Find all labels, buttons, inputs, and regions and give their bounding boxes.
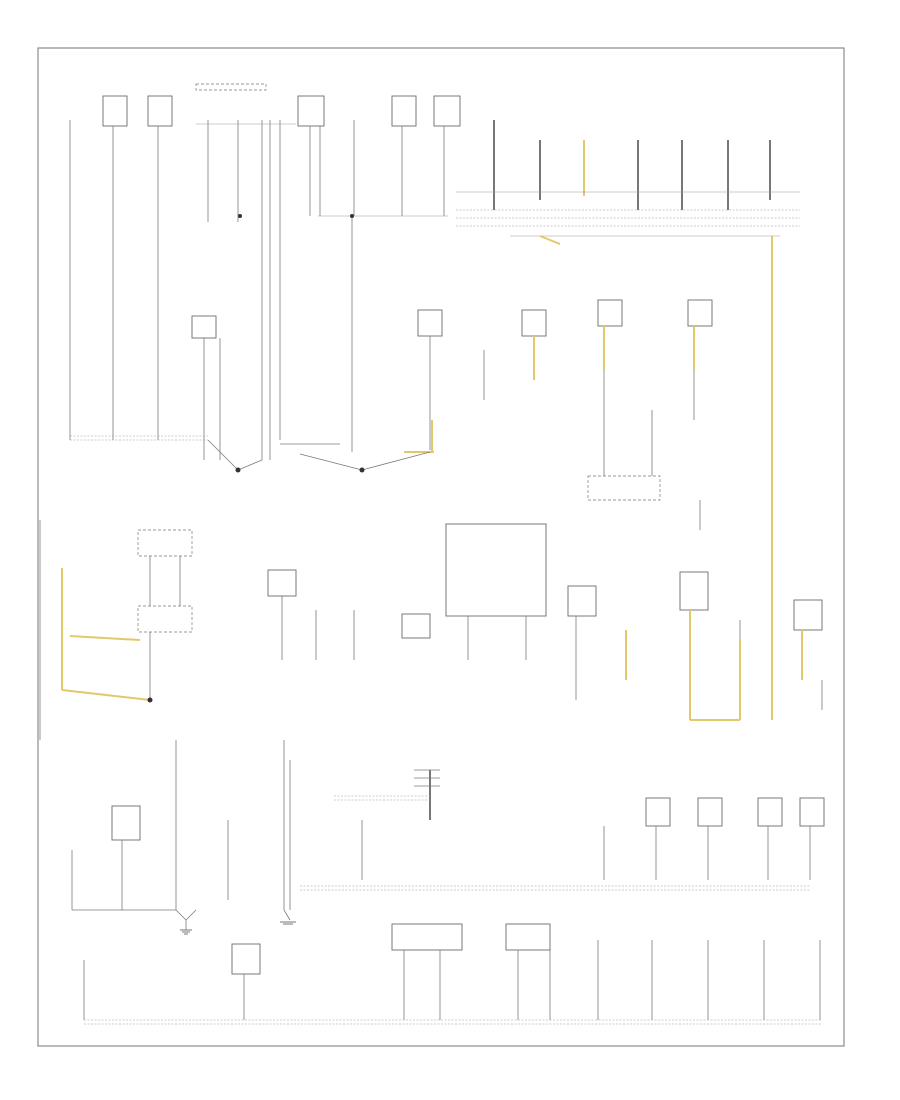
top-connector-row (102, 83, 461, 127)
connector (433, 95, 461, 127)
top-right-bus (456, 120, 800, 720)
connector (391, 95, 417, 127)
diagram-frame (37, 47, 845, 1047)
middle-dashed-boxes (587, 410, 701, 530)
middle-upper-components (191, 299, 713, 460)
connector-dash (195, 83, 267, 91)
lower-left-area (39, 520, 197, 935)
ground-bus-left (70, 214, 431, 473)
connector (297, 95, 325, 127)
center-lower-area (227, 740, 440, 925)
connector (102, 95, 128, 127)
bottom-row (83, 923, 822, 1025)
middle-lower-components (61, 523, 823, 721)
connector (147, 95, 173, 127)
top-vertical-wires (69, 120, 448, 460)
right-lower-components (300, 797, 825, 891)
